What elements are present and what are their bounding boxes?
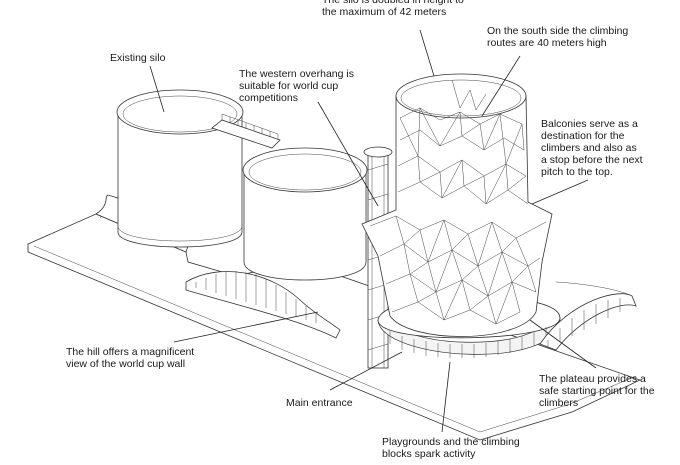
leader-balconies bbox=[531, 179, 589, 205]
right-hill bbox=[539, 281, 637, 351]
leader-main-entrance bbox=[329, 351, 403, 391]
leader-hill bbox=[173, 311, 319, 343]
leader-plateau bbox=[529, 319, 597, 369]
leader-western-overhang bbox=[317, 101, 379, 207]
leader-lines bbox=[149, 29, 597, 433]
annotation-playgrounds: Playgrounds and the climbing blocks spar… bbox=[382, 436, 520, 460]
leader-silo-height bbox=[419, 29, 435, 77]
annotation-western-overhang: The western overhang is suitable for wor… bbox=[239, 68, 354, 104]
annotation-south-routes: On the south side the climbing routes ar… bbox=[487, 25, 629, 49]
annotation-hill: The hill offers a magnificent view of th… bbox=[66, 346, 195, 370]
hill bbox=[185, 271, 341, 339]
climbing-tower bbox=[361, 73, 553, 337]
annotation-existing-silo: Existing silo bbox=[110, 52, 166, 64]
silo-bridge bbox=[211, 113, 281, 149]
leader-south-routes bbox=[481, 55, 521, 117]
annotation-silo-height: The silo is doubled in height to the max… bbox=[322, 0, 464, 18]
existing-silo-2 bbox=[242, 147, 368, 281]
annotation-main-entrance: Main entrance bbox=[286, 397, 353, 409]
existing-silo-1 bbox=[116, 89, 244, 248]
annotation-balconies: Balconies serve as a destination for the… bbox=[541, 118, 643, 178]
leader-playgrounds bbox=[441, 361, 451, 433]
leader-existing-silo bbox=[149, 65, 165, 113]
annotation-plateau: The plateau provides a safe starting poi… bbox=[539, 373, 655, 409]
